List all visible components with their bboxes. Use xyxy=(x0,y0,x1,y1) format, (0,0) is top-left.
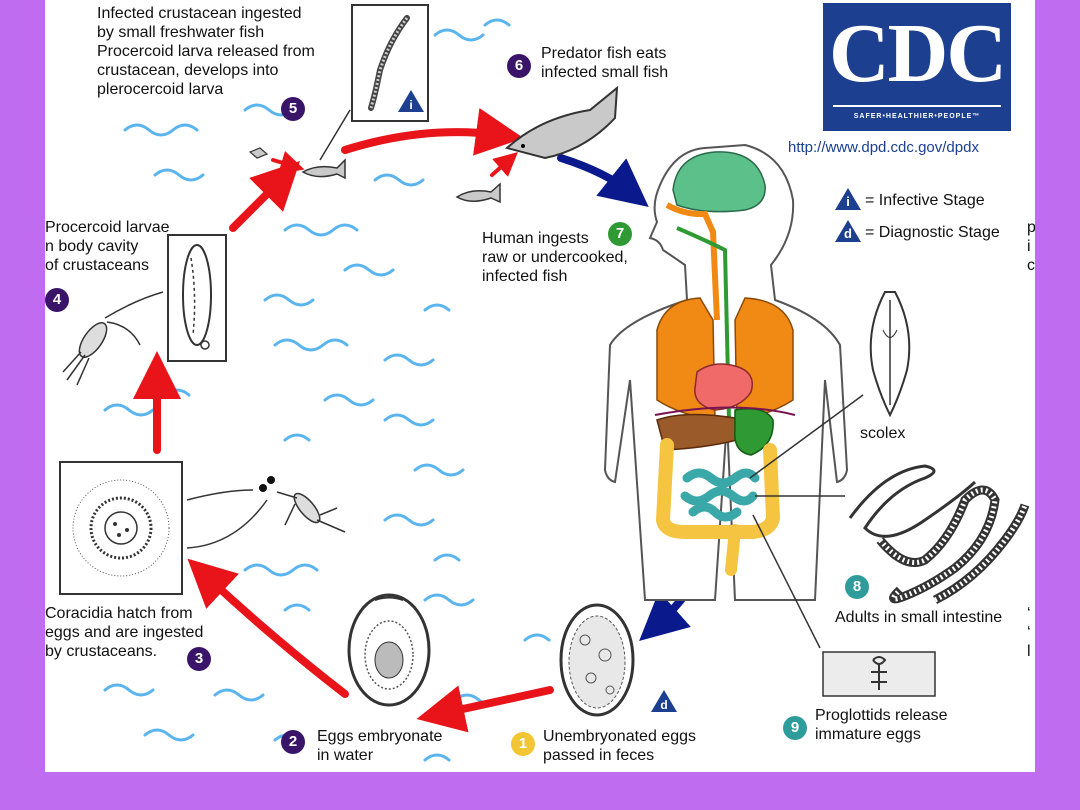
embryonated-egg-icon xyxy=(347,593,431,707)
step-5-label: Infected crustacean ingested by small fr… xyxy=(97,5,315,98)
arrow-small-fish-to-predator xyxy=(341,108,524,156)
step-9-label: Proglottids release immature eggs xyxy=(815,707,948,743)
dpdx-url: http://www.dpd.cdc.gov/dpdx xyxy=(788,139,979,156)
cdc-wordmark: CDC xyxy=(829,7,1007,100)
step-3-label: Coracidia hatch from eggs and are ingest… xyxy=(45,605,204,660)
scolex-label: scolex xyxy=(860,425,906,442)
diagram-canvas: i d CDC SAFER•HEALTHIER•PEOPLE™ http://w… xyxy=(45,0,1035,772)
arrow-crustacean-to-small-fish xyxy=(229,161,300,232)
colon-icon xyxy=(655,438,781,539)
adult-tapeworm-icon xyxy=(848,464,1030,605)
edge-fragment-b: ‘ ‘ l xyxy=(1027,605,1031,660)
legend-infective-label: = Infective Stage xyxy=(865,192,985,209)
step-7-label: Human ingests raw or undercooked, infect… xyxy=(482,230,628,285)
small-fish-icon xyxy=(248,147,346,180)
procercoid-larva-box xyxy=(167,234,227,362)
step-4-badge: 4 xyxy=(45,288,69,312)
crustacean-2-icon xyxy=(186,476,346,549)
step-1-label: Unembryonated eggs passed in feces xyxy=(543,728,696,764)
edge-fragment-a: p i c xyxy=(1027,219,1035,274)
predator-fish-icon xyxy=(504,85,619,160)
arrow-predator-to-human xyxy=(557,154,649,207)
cdc-rule xyxy=(833,105,1001,107)
coracidium-box xyxy=(59,461,183,595)
cdc-tagline: SAFER•HEALTHIER•PEOPLE™ xyxy=(853,113,981,120)
step-5-badge: 5 xyxy=(281,97,305,121)
heart-icon xyxy=(694,363,753,411)
esophagus-icon xyxy=(676,226,731,421)
scolex-icon xyxy=(869,291,911,418)
arrow-eggs-to-embryonate xyxy=(416,685,554,733)
small-intestine-icon xyxy=(680,468,760,522)
step-1-badge: 1 xyxy=(511,732,535,756)
stomach-icon xyxy=(734,408,774,456)
brain-icon xyxy=(672,151,766,213)
step-8-badge: 8 xyxy=(845,575,869,599)
unembryonated-egg-icon xyxy=(559,603,635,717)
arrow-small-fish-to-predator-2 xyxy=(490,152,518,177)
step-3-badge: 3 xyxy=(187,647,211,671)
infective-stage-marker: i xyxy=(398,90,424,112)
step-2-label: Eggs embryonate in water xyxy=(317,728,443,764)
step-6-label: Predator fish eats infected small fish xyxy=(541,45,669,81)
arrow-crustacean-to-fish-small xyxy=(271,151,305,175)
airway-icon xyxy=(665,202,720,321)
crustacean-icon xyxy=(62,291,164,386)
pointer-lines xyxy=(749,394,864,649)
life-cycle-diagram: i d xyxy=(59,4,1030,762)
cdc-logo: CDC SAFER•HEALTHIER•PEOPLE™ xyxy=(823,3,1011,131)
svg-text:d: d xyxy=(660,698,667,712)
proglottid-icon xyxy=(822,651,936,697)
arrow-embryonate-to-coracidia xyxy=(187,558,349,698)
step-7-badge: 7 xyxy=(608,222,632,246)
diagnostic-stage-marker: d xyxy=(651,690,677,712)
small-fish-2-icon xyxy=(455,182,501,204)
step-8-label: Adults in small intestine xyxy=(835,609,1003,626)
step-6-badge: 6 xyxy=(507,54,531,78)
rectum-icon xyxy=(725,524,741,576)
infective-stage-icon: i xyxy=(835,188,861,210)
diagnostic-stage-icon: d xyxy=(835,220,861,242)
red-cycle-arrows xyxy=(133,108,554,733)
step-9-badge: 9 xyxy=(783,716,807,740)
human-body-icon xyxy=(603,143,849,601)
legend-diagnostic-label: = Diagnostic Stage xyxy=(865,224,1000,241)
svg-text:i: i xyxy=(409,98,412,112)
step-4-label: Procercoid larvae n body cavity of crust… xyxy=(45,219,170,274)
step-2-badge: 2 xyxy=(281,730,305,754)
